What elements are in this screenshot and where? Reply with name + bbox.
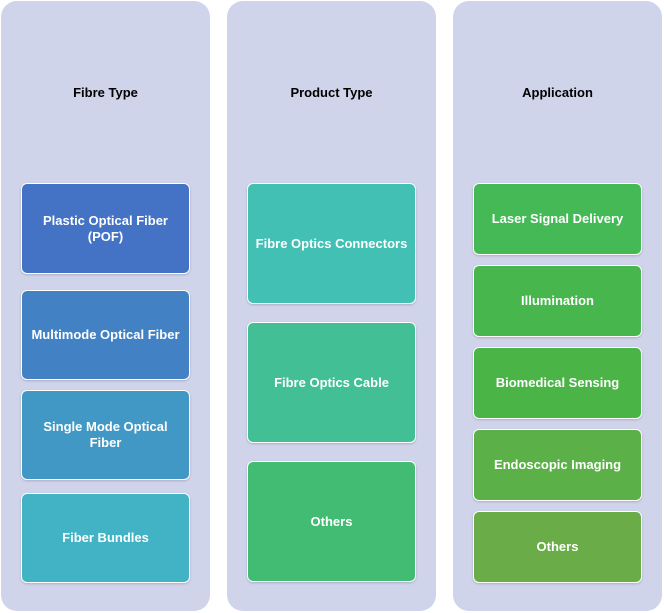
column-title: Fibre Type xyxy=(73,85,138,100)
item-label: Fibre Optics Connectors xyxy=(255,235,408,251)
item-fibre-optics-connectors: Fibre Optics Connectors xyxy=(247,183,416,304)
item-label: Laser Signal Delivery xyxy=(491,211,624,226)
item-multimode-optical-fiber: Multimode Optical Fiber xyxy=(21,290,190,380)
item-fiber-bundles: Fiber Bundles xyxy=(21,493,190,583)
column-product-type: Product Type Fibre Optics Connectors Fib… xyxy=(227,1,436,611)
item-illumination: Illumination xyxy=(473,265,642,337)
item-label: Single Mode Optical Fiber xyxy=(43,419,168,450)
item-fibre-optics-cable: Fibre Optics Cable xyxy=(247,322,416,443)
item-label: Plastic Optical Fiber (POF) xyxy=(43,212,168,244)
item-label: Multimode Optical Fiber xyxy=(31,327,180,342)
item-endoscopic-imaging: Endoscopic Imaging xyxy=(473,429,642,501)
item-label: Others xyxy=(310,513,353,529)
item-single-mode-optical-fiber: Single Mode Optical Fiber xyxy=(21,390,190,480)
item-laser-signal-delivery: Laser Signal Delivery xyxy=(473,183,642,255)
column-title: Application xyxy=(522,85,593,100)
item-label: Fiber Bundles xyxy=(62,530,149,545)
column-title: Product Type xyxy=(290,85,373,100)
item-label: Fibre Optics Cable xyxy=(274,374,389,390)
column-fibre-type: Fibre Type Plastic Optical Fiber (POF) M… xyxy=(1,1,210,611)
item-label: Biomedical Sensing xyxy=(495,375,620,390)
item-label: Others xyxy=(536,539,579,554)
item-others: Others xyxy=(473,511,642,583)
item-plastic-optical-fiber: Plastic Optical Fiber (POF) xyxy=(21,183,190,274)
column-application: Application Laser Signal Delivery Illumi… xyxy=(453,1,662,611)
item-others: Others xyxy=(247,461,416,582)
item-biomedical-sensing: Biomedical Sensing xyxy=(473,347,642,419)
item-label: Illumination xyxy=(521,293,594,308)
item-label: Endoscopic Imaging xyxy=(493,457,622,472)
